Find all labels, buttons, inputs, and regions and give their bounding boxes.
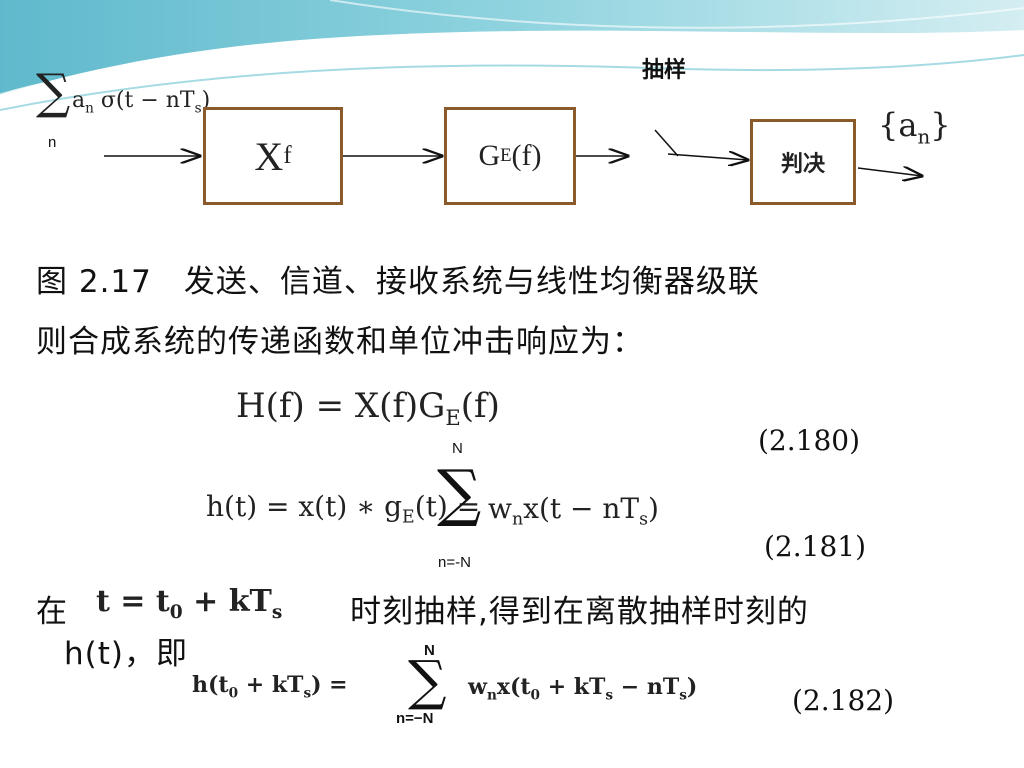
equation-number-2-181: (2.181) (764, 530, 867, 563)
eq182-sum-upper: N (424, 642, 435, 659)
eq181-sum-lower: n=-N (438, 554, 471, 571)
sampling-suffix: 时刻抽样,得到在离散抽样时刻的 (350, 594, 809, 630)
arrow-to-decision (667, 154, 748, 160)
eq181-sum-symbol: ∑ (437, 456, 482, 529)
sampling-time-equation: t = t0 + kTs (96, 584, 283, 623)
equation-2-182-left: h(t0 + kTs) = (192, 672, 348, 702)
sampling-prefix: 在 (36, 594, 68, 630)
input-sum-symbol: ∑ (36, 64, 71, 120)
ht-line: h(t)，即 (64, 636, 188, 672)
equation-2-181-right: wnx(t − nTs) (488, 492, 659, 530)
transfer-function-intro: 则合成系统的传递函数和单位冲击响应为： (36, 324, 644, 360)
eq182-sum-symbol: ∑ (408, 649, 447, 712)
eq181-sum-upper: N (452, 440, 463, 457)
arrow-output (857, 168, 922, 176)
header-wave-decoration (0, 0, 1024, 111)
equation-2-180: H(f) = X(f)GE(f) (236, 386, 500, 430)
figure-caption: 图 2.17 发送、信道、接收系统与线性均衡器级联 (36, 264, 760, 300)
output-label: {an} (878, 106, 951, 149)
input-signal-label: an σ(t − nTs) (72, 88, 211, 117)
eq182-sum-lower: n=−N (396, 710, 434, 727)
sampling-switch (654, 129, 679, 157)
diagram-arrows (104, 129, 1024, 230)
equation-2-181-left: h(t) = x(t) ∗ gE(t) = (206, 490, 481, 528)
sampling-label: 抽样 (642, 58, 687, 83)
equation-2-182-right: wnx(t0 + kTs − nTs) (468, 674, 698, 704)
equation-number-2-182: (2.182) (792, 684, 895, 717)
box-decision: 判决 (750, 119, 856, 205)
input-sum-limit: n (48, 134, 57, 151)
equation-number-2-180: (2.180) (758, 424, 861, 457)
